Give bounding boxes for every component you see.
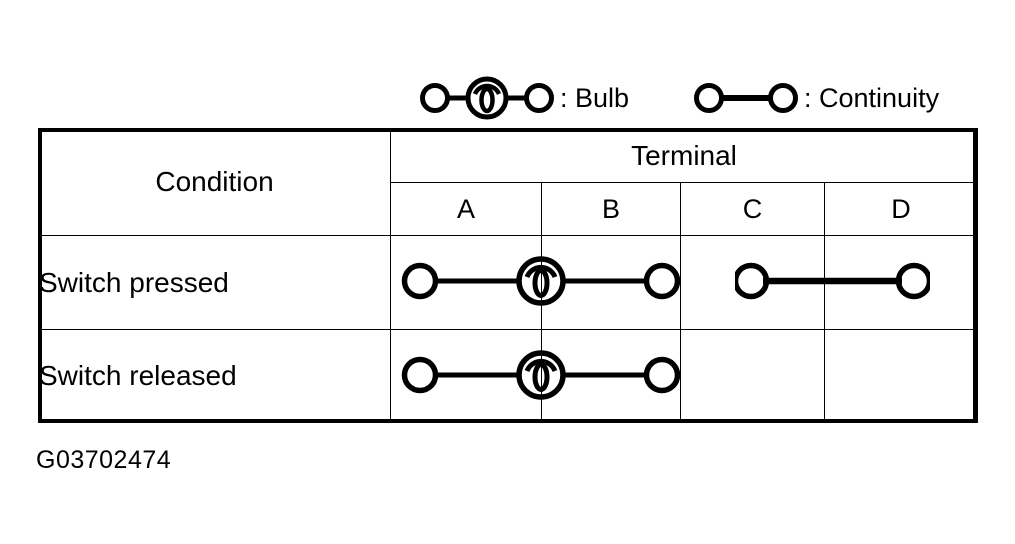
bulb-symbol — [420, 76, 554, 120]
row-label-switch-pressed: Switch pressed — [38, 235, 391, 330]
cell-pressed-b — [541, 235, 681, 330]
legend-item-bulb: : Bulb — [420, 74, 629, 122]
header-terminal-c: C — [680, 182, 825, 236]
cell-released-b — [541, 329, 681, 423]
inspection-table: Condition Terminal A B C D Switch presse… — [38, 127, 978, 423]
figure-caption-code: G03702474 — [36, 446, 172, 474]
cell-released-c — [680, 329, 825, 423]
header-terminal-a: A — [390, 182, 542, 236]
header-terminal-d: D — [824, 182, 978, 236]
legend-bulb-label: : Bulb — [560, 82, 630, 113]
table-row: Switch pressed — [38, 235, 978, 330]
header-condition: Condition — [38, 128, 391, 236]
table-header-row-1: Condition Terminal — [38, 127, 978, 236]
legend: : Bulb : Continuity — [420, 74, 980, 122]
legend-continuity-label: : Continuity — [804, 82, 940, 113]
table-header-row-2: A B C D — [39, 182, 978, 236]
cell-released-a — [390, 329, 542, 423]
legend-item-continuity: : Continuity — [694, 74, 939, 122]
row-label-switch-released: Switch released — [38, 329, 391, 423]
table-row: Switch released — [38, 329, 978, 423]
terminal-table: Condition Terminal A B C D Switch presse… — [38, 127, 978, 423]
header-terminal-b: B — [541, 182, 681, 236]
continuity-symbol — [694, 83, 798, 113]
cell-pressed-c — [680, 235, 825, 330]
header-terminal: Terminal — [390, 127, 978, 184]
cell-released-d — [824, 329, 978, 423]
cell-pressed-d — [824, 235, 978, 330]
cell-pressed-a — [390, 235, 542, 330]
